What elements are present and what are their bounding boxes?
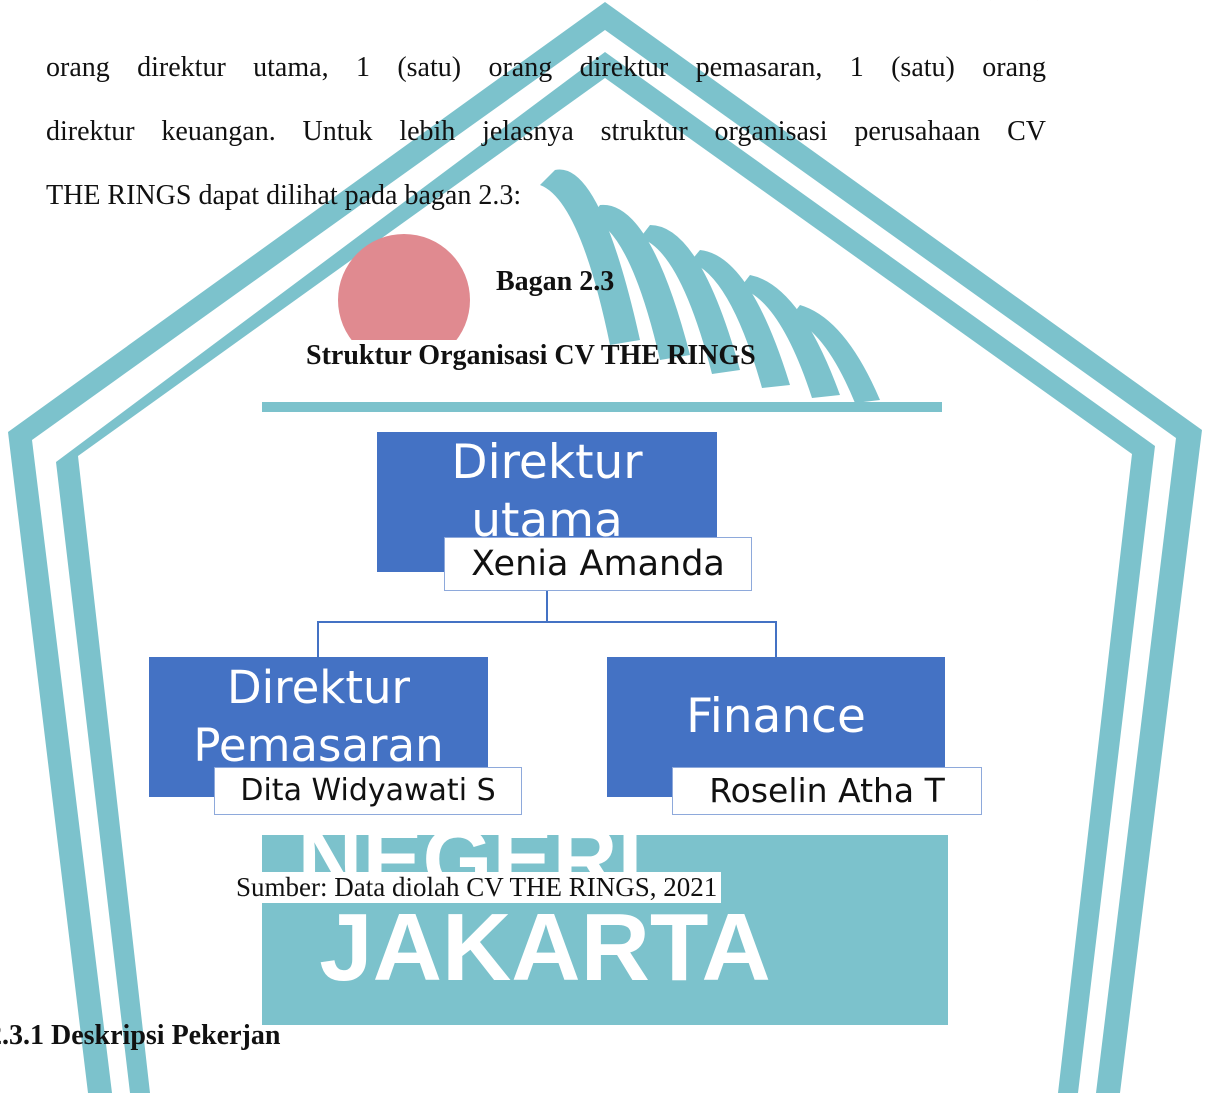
paragraph-line: orang direktur utama, 1 (satu) orang dir…	[46, 52, 1046, 83]
connector-horizontal	[317, 621, 776, 623]
figure-source: Sumber: Data diolah CV THE RINGS, 2021	[232, 872, 722, 903]
body-paragraph: RINGS akan membedakannya dengan struktur…	[46, 0, 1046, 28]
org-role-line1: Direktur	[226, 661, 411, 714]
connector-vertical-right	[775, 621, 777, 657]
org-name-finance: Roselin Atha T	[672, 767, 982, 815]
org-name-direktur-pemasaran: Dita Widyawati S	[214, 767, 522, 815]
org-role-line2: Pemasaran	[193, 719, 444, 772]
org-name-direktur-utama: Xenia Amanda	[444, 537, 752, 591]
org-role-line1: Direktur	[451, 435, 643, 490]
paragraph-line: THE RINGS dapat dilihat pada bagan 2.3:	[46, 180, 522, 211]
org-role: Finance	[686, 689, 866, 744]
watermark-jakarta-text: JAKARTA	[319, 894, 771, 1001]
connector-vertical-top	[546, 590, 548, 622]
logo-circle	[338, 234, 470, 366]
figure-label: Bagan 2.3	[496, 266, 615, 297]
paragraph-line-partial: RINGS akan membedakannya dengan struktur…	[46, 0, 1046, 18]
paragraph-line: direktur keuangan. Untuk lebih jelasnya …	[46, 116, 1046, 147]
section-heading: 2.3.1 Deskripsi Pekerjan	[0, 1020, 281, 1051]
body-paragraph-main: orang direktur utama, 1 (satu) orang dir…	[46, 36, 1046, 228]
figure-title: Struktur Organisasi CV THE RINGS	[306, 340, 756, 371]
connector-vertical-left	[317, 621, 319, 657]
